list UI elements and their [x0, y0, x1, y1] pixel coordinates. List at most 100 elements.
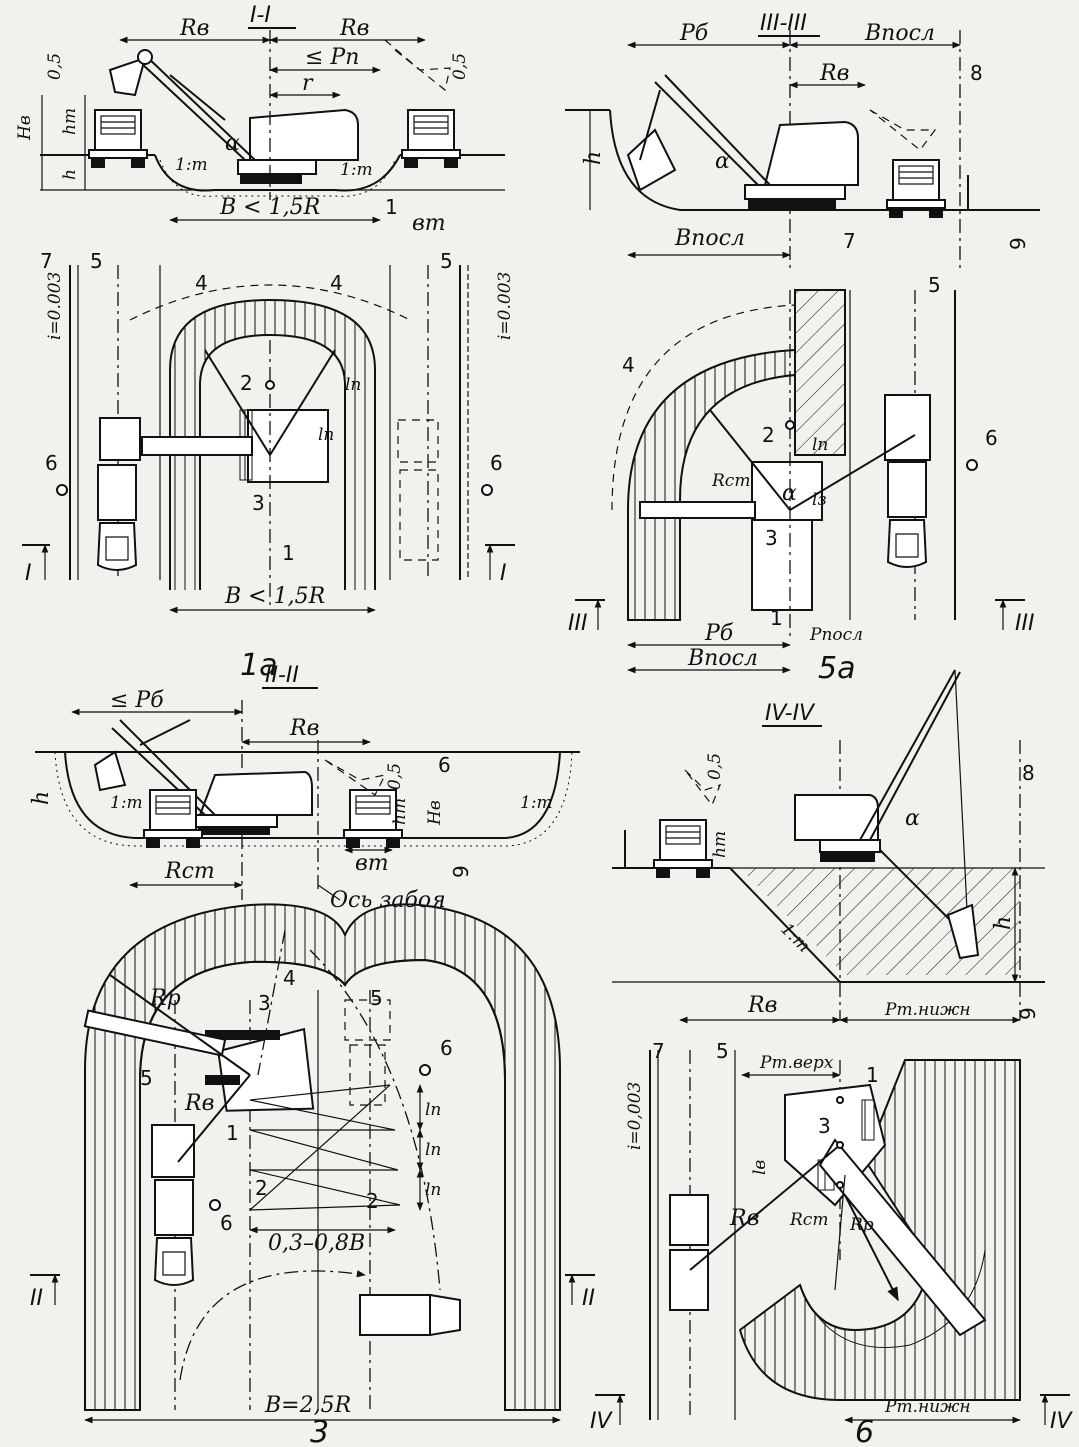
label-Pp: ≤ Pп	[305, 45, 359, 70]
label-slope-i-1R: i=0.003	[495, 272, 515, 340]
callout-5-3left: 5	[140, 1066, 153, 1090]
excavator-3-icon	[93, 719, 313, 835]
truck-plan-5a-icon	[887, 461, 927, 568]
label-B-section-1: B < 1,5R	[219, 195, 320, 220]
truck-3-left-icon	[143, 789, 203, 849]
label-lp-5a: lп	[812, 435, 828, 455]
callout-1: 1	[282, 541, 295, 565]
section-title-1: I-I	[250, 3, 271, 28]
caption-1a: 1a	[240, 648, 277, 683]
callout-8-6: 8	[1022, 761, 1035, 785]
callout-5a: 5	[90, 249, 103, 273]
label-ht: hт	[60, 108, 80, 135]
callout-6-5a: 6	[985, 426, 998, 450]
section-mark-II-right: II	[582, 1286, 595, 1311]
label-ht-3: hт	[390, 798, 410, 825]
callout-6-3top: 6	[438, 753, 451, 777]
label-Rv-plan-6: Rв	[729, 1206, 759, 1231]
label-05-3: 0,5	[385, 763, 405, 790]
section-mark-I-right: I	[500, 561, 507, 586]
callout-4-3: 4	[283, 966, 296, 990]
label-bt-1: вт	[412, 211, 446, 236]
label-9-6: 9	[1016, 1007, 1040, 1020]
callout-1-5a: 1	[770, 606, 783, 630]
label-alpha-plan-5a: α	[782, 481, 797, 506]
label-lp-3b: lп	[425, 1140, 441, 1160]
truck-plan-3-icon	[154, 1179, 194, 1286]
label-Rv-right: Rв	[339, 16, 369, 41]
label-Pposl-5a: Pпосл	[809, 625, 863, 645]
label-05-left: 0,5	[45, 53, 65, 80]
label-Rv-3: Rв	[289, 716, 319, 741]
label-range-3: 0,3–0,8B	[268, 1231, 365, 1256]
section-mark-IV-left: IV	[590, 1409, 613, 1434]
figure-6: IV-IV 8 1:m α 0,5 hт h Rв Pт.ниж	[590, 669, 1073, 1447]
label-Rp-3: Rр	[149, 986, 181, 1011]
label-slope-3R: 1:m	[520, 793, 553, 813]
label-Rv-5a: Rв	[819, 61, 849, 86]
section-title-4: IV-IV	[765, 701, 816, 726]
label-Rst-6: Rст	[789, 1210, 828, 1230]
section-mark-I-left: I	[25, 561, 32, 586]
section-mark-IV-right: IV	[1050, 1409, 1073, 1434]
label-Ptlower-plan-6: Pт.нижн	[884, 1397, 971, 1417]
callout-3-6: 3	[818, 1114, 831, 1138]
label-h-3: h	[29, 791, 54, 805]
label-bt-3: вт	[355, 851, 389, 876]
figure-3: II-II ≤ Pб Rв h 1:m 1:m 0,5 hт Hв 6	[29, 663, 595, 1447]
label-Ptupper-6: Pт.верх	[759, 1053, 834, 1073]
section-title-2: II-II	[265, 663, 299, 688]
excavator-icon	[108, 49, 359, 184]
label-Rv-6: Rв	[747, 993, 777, 1018]
label-ls-5a: lз	[812, 490, 827, 510]
truck-6-icon	[653, 819, 713, 879]
callout-4b: 4	[330, 271, 343, 295]
label-05-6: 0,5	[705, 753, 725, 780]
label-Bposl-bottom: Bпосл	[674, 226, 745, 251]
label-h: h	[60, 169, 80, 180]
callout-4-5a: 4	[622, 353, 635, 377]
label-Pb-plan-5a: Pб	[704, 621, 734, 646]
excavator-5a-icon	[626, 74, 859, 209]
label-Hv: Hв	[15, 115, 35, 141]
callout-2-5a: 2	[762, 423, 775, 447]
callout-5-3top: 5	[370, 986, 383, 1010]
callout-5-6: 5	[716, 1039, 729, 1063]
caption-6: 6	[855, 1415, 874, 1447]
callout-2-3a: 2	[255, 1176, 268, 1200]
section-mark-II-left: II	[30, 1286, 43, 1311]
callout-3-3: 3	[258, 991, 271, 1015]
label-Pb-5a: Pб	[679, 21, 709, 46]
callout-1-6: 1	[866, 1063, 879, 1087]
label-Bposl-top: Bпосл	[864, 21, 935, 46]
label-Rp-6: Rр	[849, 1215, 874, 1235]
callout-5-5a: 5	[928, 273, 941, 297]
label-Rv-plan-3: Rв	[184, 1091, 214, 1116]
label-Hv-3: Hв	[425, 800, 445, 826]
label-lp-3a: lп	[425, 1100, 441, 1120]
label-h-6: h	[991, 916, 1016, 930]
label-ht-6: hт	[710, 831, 730, 858]
label-Bposl-plan-5a: Bпосл	[687, 646, 758, 671]
label-lp-1b: lп	[318, 425, 334, 445]
label-lp-1a: lп	[345, 375, 361, 395]
caption-3: 3	[310, 1415, 329, 1447]
label-slope-3L: 1:m	[110, 793, 143, 813]
callout-2-3b: 2	[366, 1189, 379, 1213]
label-alpha-1: α	[225, 131, 240, 156]
label-Ptlower-6: Pт.нижн	[884, 1000, 971, 1020]
label-B-plan-1: B < 1,5R	[224, 584, 325, 609]
label-lv-6: lв	[750, 1160, 770, 1175]
label-Rst-5a: Rст	[711, 471, 750, 491]
label-slope-1L: 1:m	[175, 155, 208, 175]
label-B-3: B=2,5R	[264, 1393, 351, 1418]
section-mark-III-right: III	[1015, 611, 1034, 636]
callout-6b: 6	[490, 451, 503, 475]
label-Rv-left: Rв	[179, 16, 209, 41]
label-9-3: 9	[449, 865, 473, 878]
callout-6a: 6	[45, 451, 58, 475]
section-mark-III-left: III	[568, 611, 587, 636]
callout-4a: 4	[195, 271, 208, 295]
figure-5a: III-III Pб Bпосл Rв 8 h α Bпосл 7	[565, 11, 1040, 686]
